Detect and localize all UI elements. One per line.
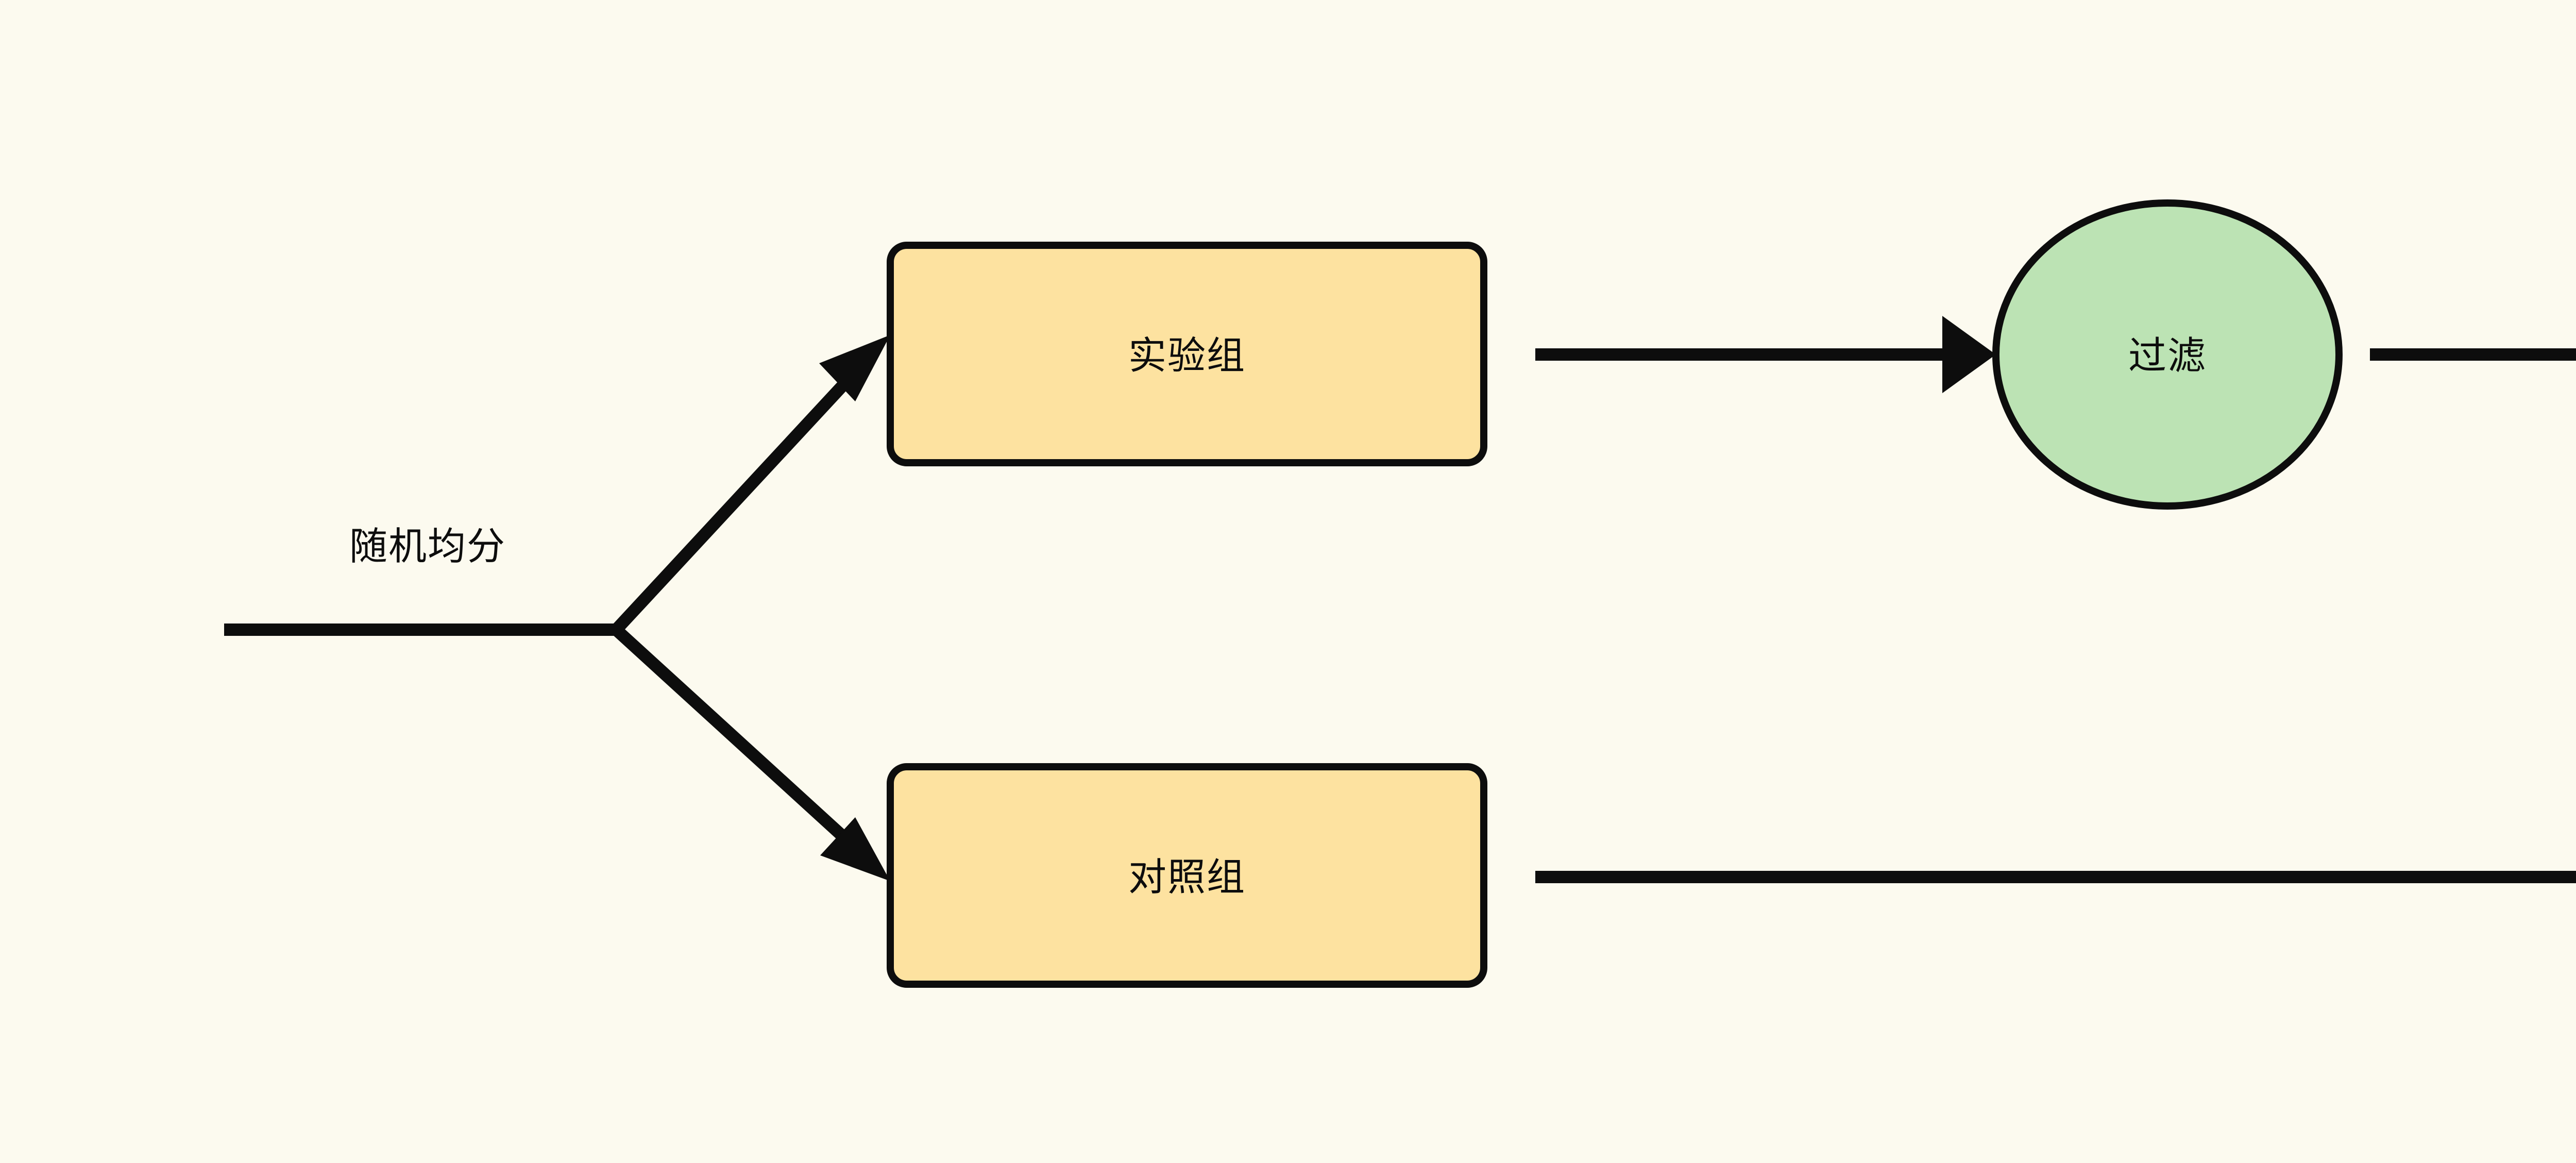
edge-control-to-no-push[interactable] [1535,838,2576,916]
control-group-box [887,763,1487,988]
experiment-to-filter-arrowhead [1942,316,1996,393]
edge-experiment-to-filter[interactable] [1535,316,1996,393]
control-group-label: 对照组 [1128,856,1246,899]
node-experiment-group[interactable]: 实验组 [887,242,1487,466]
split-to-control-line [612,625,860,852]
edge-split-to-experiment[interactable] [612,335,890,634]
experiment-group-box [887,242,1487,466]
experiment-group-label: 实验组 [1128,334,1246,377]
filter-label: 过滤 [2128,334,2207,377]
split-to-experiment-arrowhead [819,335,890,401]
edge-label-random-split: 随机均分 [349,525,506,568]
edge-filter-to-send-push[interactable] [2370,316,2576,393]
filter-ellipse [1992,199,2343,510]
split-to-control-arrowhead [820,817,890,881]
edge-split-to-control[interactable] [612,625,890,881]
split-to-experiment-line [612,367,860,634]
node-filter[interactable]: 过滤 [1992,199,2343,510]
node-control-group[interactable]: 对照组 [887,763,1487,988]
